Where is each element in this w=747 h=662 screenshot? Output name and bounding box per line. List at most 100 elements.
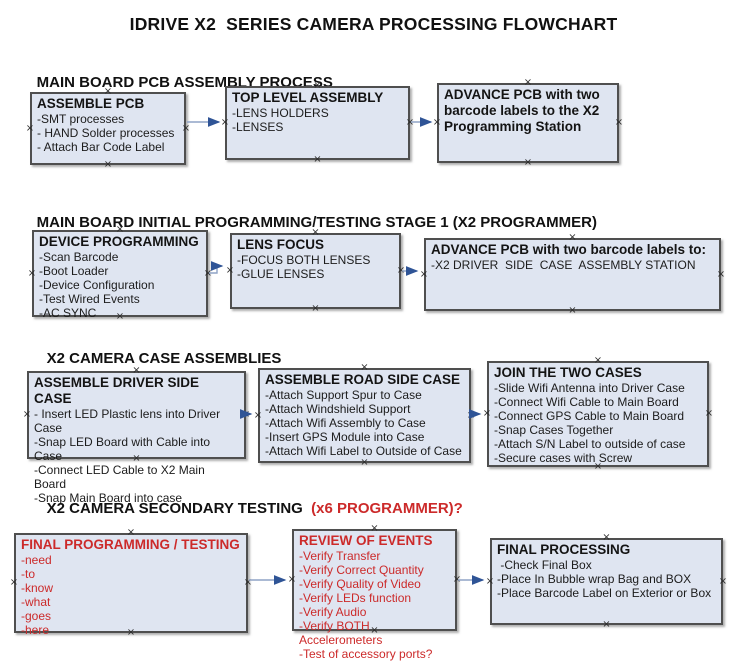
anchor-mark: × [253,409,263,421]
anchor-mark: × [716,268,726,280]
box-item: -Place Barcode Label on Exterior or Box [497,586,712,600]
box-item: -Check Final Box [497,558,592,572]
box-item: -Attach Wifi Label to Outside of Case [265,444,462,458]
box-item: -know [21,581,54,595]
box-item: -Verify Audio [299,605,367,619]
box-title: LENS FOCUS [237,237,325,252]
box-item: -Connect GPS Cable to Main Board [494,409,685,423]
flow-box-assemble-driver-side-case: ASSEMBLE DRIVER SIDE CASE - Insert LED P… [23,366,250,506]
box-title: DEVICE PROGRAMMING [39,234,199,249]
anchor-mark: × [203,267,213,279]
box-item: -GLUE LENSES [237,267,325,281]
box-title: REVIEW OF EVENTS [299,533,433,548]
box-title: TOP LEVEL ASSEMBLY [232,90,384,105]
anchor-mark: × [485,575,495,587]
anchor-mark: × [220,117,230,128]
box-item: -Snap Main Board into case [34,491,183,505]
box-item: -Attach S/N Label to outside of case [494,437,686,451]
anchor-mark: × [103,159,113,170]
anchor-mark: × [313,154,322,165]
anchor-mark: × [25,122,35,134]
box-item: -Slide Wifi Antenna into Driver Case [494,381,685,395]
flow-box-final-programming-testing: FINAL PROGRAMMING / TESTING -need -to -k… [10,528,252,638]
box-title: ASSEMBLE PCB [37,96,145,111]
flow-box-final-processing: FINAL PROCESSING -Check Final Box -Place… [486,533,727,630]
anchor-mark: × [360,457,369,468]
anchor-mark: × [181,122,191,134]
box-item: -FOCUS BOTH LENSES [237,253,371,267]
anchor-mark: × [523,157,533,168]
anchor-mark: × [405,117,415,128]
box-item: -Attach Support Spur to Case [265,388,422,402]
box-title: ASSEMBLE DRIVER SIDE CASE [34,375,203,406]
box-item: -Boot Loader [39,264,109,278]
box-item: -AC SYNC [39,306,97,320]
anchor-mark: × [241,409,251,420]
anchor-mark: × [704,408,714,419]
box-item: -Connect Wifi Cable to Main Board [494,395,679,409]
anchor-mark: × [225,265,235,276]
box-item: -X2 DRIVER SIDE CASE ASSEMBLY STATION [431,258,696,272]
box-item: -here [21,623,50,637]
box-item: -Connect LED Cable to X2 Main Board [34,463,209,491]
box-item: -Device Configuration [39,278,155,292]
box-item: -need [21,553,52,567]
box-item: -Snap Cases Together [494,423,614,437]
anchor-mark: × [482,408,492,419]
anchor-mark: × [602,619,611,630]
box-item: -Attach Wifi Assembly to Case [265,416,426,430]
box-item: -SMT processes [37,112,125,126]
box-title: FINAL PROGRAMMING / TESTING [21,537,240,552]
connector-arrow [209,261,224,274]
box-item: -Scan Barcode [39,250,119,264]
flow-box-assemble-pcb: ASSEMBLE PCB -SMT processes - HAND Solde… [26,87,190,170]
box-item: -Verify LEDs function [299,591,412,605]
flow-box-assemble-road-side-case: ASSEMBLE ROAD SIDE CASE -Attach Support … [254,363,475,468]
box-item: -Test Wired Events [39,292,140,306]
box-item: -Verify Transfer [299,549,381,563]
anchor-mark: × [419,268,429,280]
flow-box-join-two-cases: JOIN THE TWO CASES -Slide Wifi Antenna i… [483,356,713,472]
box-title: ASSEMBLE ROAD SIDE CASE [265,372,461,387]
flow-box-top-level-assembly: TOP LEVEL ASSEMBLY -LENS HOLDERS -LENSES… [221,81,414,165]
box-item: -Test of accessory ports? [299,647,433,661]
flow-box-advance-pcb-driver-side: ADVANCE PCB with two barcode labels to: … [420,233,725,316]
anchor-mark: × [452,574,462,585]
section-heading-case-assemblies: X2 CAMERA CASE ASSEMBLIES [30,333,282,384]
box-title: JOIN THE TWO CASES [494,365,642,380]
anchor-mark: × [718,575,728,587]
box-title: FINAL PROCESSING [497,542,631,557]
box-item: -LENS HOLDERS [232,106,329,120]
section-heading-suffix: (x6 PROGRAMMER)? [302,500,463,517]
anchor-mark: × [287,574,297,585]
box-item: - HAND Solder processes [37,126,175,140]
flow-box-advance-pcb-programming-station: ADVANCE PCB with two barcode labels to t… [433,78,623,168]
anchor-mark: × [614,117,624,128]
flow-box-lens-focus: LENS FOCUS -FOCUS BOTH LENSES -GLUE LENS… [226,228,405,314]
anchor-mark: × [466,409,476,421]
box-item: -Snap LED Board with Cable into Case [34,435,214,463]
box-item: -what [21,595,51,609]
box-item: -Place In Bubble wrap Bag and BOX [497,572,692,586]
box-item: -Insert GPS Module into Case [265,430,425,444]
box-item: - Attach Bar Code Label [37,140,165,154]
section-heading-secondary-testing: X2 CAMERA SECONDARY TESTING (x6 PROGRAMM… [30,483,463,534]
box-item: -to [21,567,36,581]
anchor-mark: × [311,303,320,314]
flow-box-device-programming: DEVICE PROGRAMMING -Scan Barcode -Boot L… [28,225,212,322]
box-item: -Attach Windshield Support [265,402,411,416]
box-title: ADVANCE PCB with two barcode labels to: [431,242,707,257]
anchor-mark: × [243,577,253,588]
anchor-mark: × [396,265,406,276]
section-heading-text: X2 CAMERA CASE ASSEMBLIES [46,350,282,367]
page-title: IDRIVE X2 SERIES CAMERA PROCESSING FLOWC… [129,14,618,34]
box-item: - Insert LED Plastic lens into Driver Ca… [34,407,224,435]
box-item: -Verify Correct Quantity [299,563,424,577]
anchor-mark: × [432,117,442,128]
box-item: -Verify Quality of Video [299,577,421,591]
section-heading-text: MAIN BOARD INITIAL PROGRAMMING/TESTING S… [36,214,597,231]
flow-box-review-of-events: REVIEW OF EVENTS -Verify Transfer -Verif… [288,524,461,662]
box-item: -Verify BOTH Accelerometers [299,619,383,647]
section-heading-initial-programming: MAIN BOARD INITIAL PROGRAMMING/TESTING S… [20,197,597,248]
